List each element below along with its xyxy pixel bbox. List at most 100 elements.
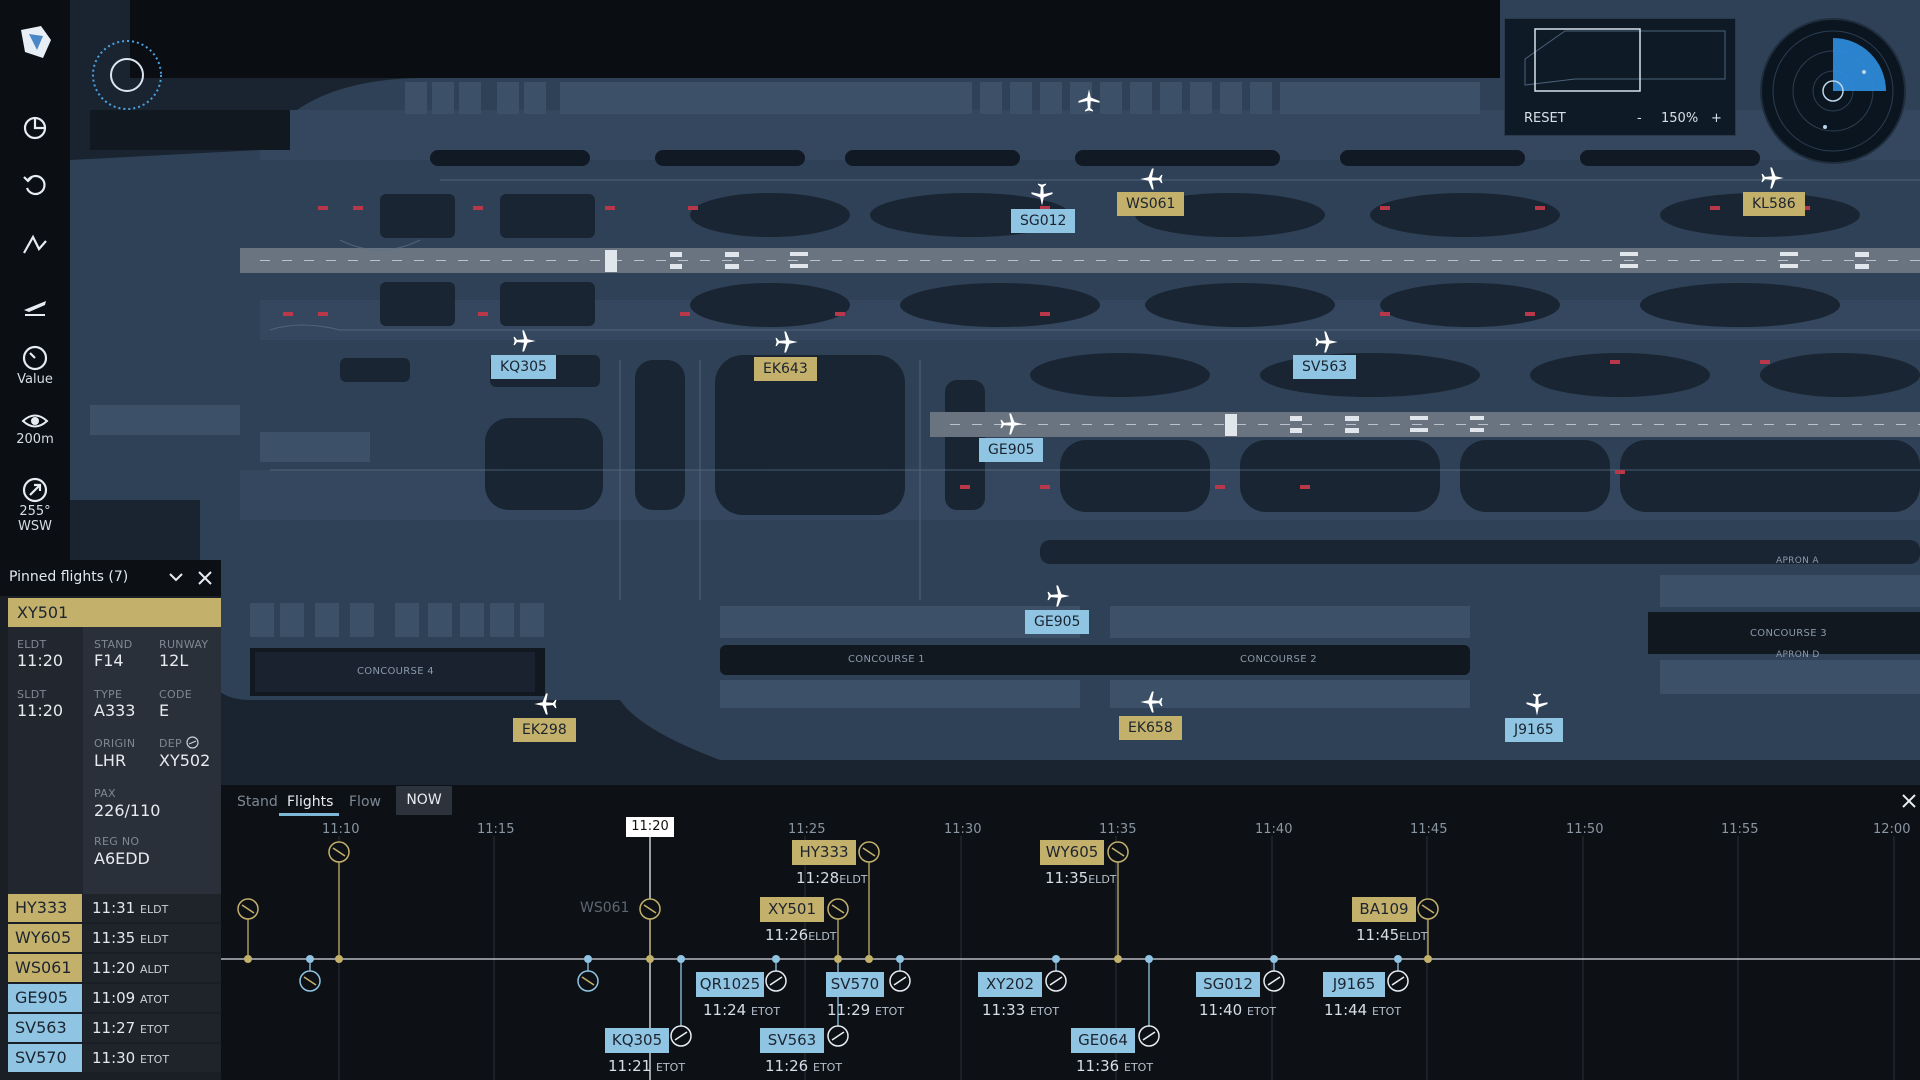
airplane-icon[interactable] [772,328,800,356]
active-tab-indicator [279,813,339,816]
pinned-row-id: SV570 [8,1044,82,1072]
map-flight-label[interactable]: SV563 [1293,355,1357,379]
tick-label: 11:15 [477,822,515,837]
pax-label: PAX [94,787,116,800]
zoom-in-button[interactable]: + [1711,111,1722,126]
pinned-row-time: 11:09 ATOT [83,984,221,1012]
timeline-flight-card[interactable]: XY202 [978,972,1042,997]
timeline-flight-time: 11:24 ETOT [703,1001,781,1019]
now-button[interactable]: NOW [396,786,452,815]
airplane-icon[interactable] [532,690,560,718]
airplane-icon[interactable] [1758,164,1786,192]
map-flight-label[interactable]: GE905 [979,438,1044,462]
gauge-icon[interactable]: Value [0,344,70,387]
timeline-flight-card[interactable]: BA109 [1352,897,1416,922]
tab-stand[interactable]: Stand [237,794,278,810]
tick-label: 11:45 [1410,822,1448,837]
selected-flight[interactable]: XY501 [8,598,221,627]
eye-icon[interactable]: 200m [0,410,70,447]
radar-widget[interactable] [1760,18,1906,164]
tick-label: 11:25 [788,822,826,837]
apron-a-label: APRON A [1776,556,1819,566]
reset-button[interactable]: RESET [1524,111,1566,126]
reg-label: REG NO [94,835,140,848]
map-flight-label[interactable]: EK298 [513,718,576,742]
timeline-flight-card[interactable]: KQ305 [605,1028,669,1053]
code-value: E [159,701,170,720]
pinned-row[interactable]: WS061 11:20 ALDT [8,954,221,982]
map-flight-label[interactable]: KL586 [1743,192,1805,216]
timeline-flight-time: 11:26 ETOT [765,1057,843,1075]
map-flight-label[interactable]: EK643 [754,357,817,381]
timeline-flight-card[interactable]: XY501 [760,897,824,922]
map-flight-label[interactable]: GE905 [1025,610,1090,634]
concourse-4-label: CONCOURSE 4 [357,666,434,677]
timeline-flight-time: 11:36 ETOT [1076,1057,1154,1075]
timeline-flight-card[interactable]: SV570 [826,972,884,997]
tab-flow[interactable]: Flow [349,794,381,810]
airplane-icon[interactable] [510,327,538,355]
pinned-row[interactable]: WY605 11:35 ELDT [8,924,221,952]
timeline-flight-card[interactable]: WY605 [1040,840,1104,865]
pinned-row-id: WS061 [8,954,82,982]
type-label: TYPE [94,688,123,701]
runway-value: 12L [159,651,189,670]
chevron-down-icon[interactable] [168,571,184,583]
pinned-row[interactable]: SV563 11:27 ETOT [8,1014,221,1042]
origin-value: LHR [94,751,127,770]
app-logo[interactable] [0,22,70,62]
pinned-flights-panel: Pinned flights (7) XY501 ELDT 11:20 STAN… [0,560,221,1080]
map-flight-label[interactable]: KQ305 [491,355,556,379]
pinned-row-id: WY605 [8,924,82,952]
runway-label: RUNWAY [159,638,209,651]
origin-label: ORIGIN [94,737,136,750]
focus-target-icon[interactable] [90,38,164,112]
airplane-icon[interactable] [1523,690,1551,718]
undo-icon[interactable] [0,171,70,199]
sldt-value: 11:20 [17,701,64,720]
takeoff-icon[interactable] [0,292,70,320]
airplane-icon[interactable] [1138,165,1166,193]
close-icon[interactable] [197,570,213,586]
timeline-flight-card[interactable]: J9165 [1323,972,1385,997]
timeline-flight-time: 11:35ELDT [1045,869,1117,887]
compass-icon[interactable]: 255° WSW [0,476,70,534]
map-flight-label[interactable]: WS061 [1117,192,1185,216]
pinned-row[interactable]: HY333 11:31 ELDT [8,894,221,922]
timeline-flight-card[interactable]: HY333 [792,840,856,865]
pinned-row[interactable]: GE905 11:09 ATOT [8,984,221,1012]
concourse-3-label: CONCOURSE 3 [1750,628,1827,639]
zoom-out-button[interactable]: - [1637,111,1642,126]
timeline-flight-card[interactable]: QR1025 [696,972,764,997]
timeline-flight-card[interactable]: SV563 [760,1028,824,1053]
chart-line-icon[interactable] [0,231,70,259]
timeline-flight-time: 11:33 ETOT [982,1001,1060,1019]
pinned-row[interactable]: SV570 11:30 ETOT [8,1044,221,1072]
timeline-flight-card[interactable]: SG012 [1196,972,1260,997]
apron-d-label: APRON D [1776,650,1820,660]
timeline-tabs: Stand Flights Flow [221,785,1920,816]
pie-chart-icon[interactable] [0,114,70,142]
tick-label: 11:10 [322,822,360,837]
tab-flights[interactable]: Flights [287,794,334,810]
tick-label: 11:30 [944,822,982,837]
pinned-row-id: GE905 [8,984,82,1012]
flight-detail: ELDT 11:20 STAND F14 RUNWAY 12L SLDT 11:… [8,627,221,894]
airplane-icon[interactable] [1138,688,1166,716]
airplane-icon[interactable] [1028,180,1056,208]
close-icon[interactable] [1901,793,1917,809]
map-flight-label[interactable]: SG012 [1011,209,1076,233]
timeline-flight-time: 11:40 ETOT [1199,1001,1277,1019]
map-flight-label[interactable]: J9165 [1505,718,1563,742]
airplane-icon[interactable] [1312,328,1340,356]
concourse-1-label: CONCOURSE 1 [848,654,925,665]
pinned-row-time: 11:20 ALDT [83,954,221,982]
map-flight-label[interactable]: EK658 [1119,716,1182,740]
airplane-icon[interactable] [1044,582,1072,610]
timeline-flight-card[interactable]: GE064 [1071,1028,1135,1053]
pinned-row-time: 11:27 ETOT [83,1014,221,1042]
airplane-icon[interactable] [1075,87,1103,115]
now-time-tag: 11:20 [626,817,674,837]
airplane-icon[interactable] [997,410,1025,438]
minimap[interactable]: RESET - 150% + [1504,18,1736,136]
